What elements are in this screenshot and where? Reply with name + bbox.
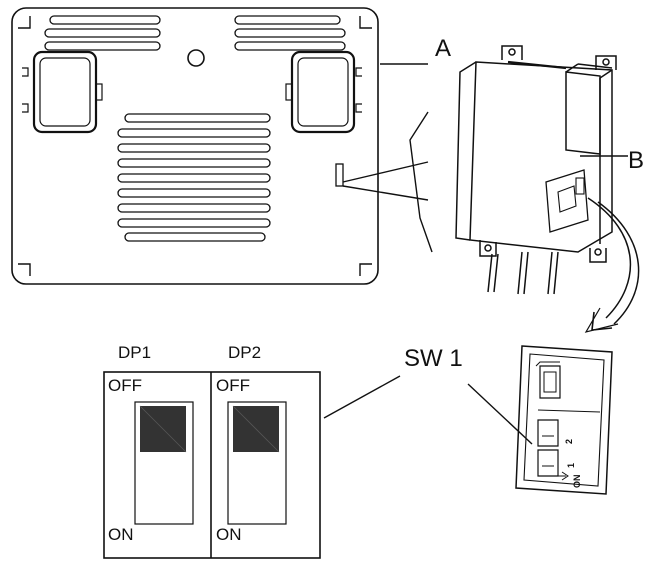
callout-a-label: A [435,35,451,62]
panel-outline [11,7,379,285]
dip-panel-frame [103,371,321,559]
side-clips [22,67,362,113]
mount-bracket-right [285,50,356,134]
dp1-off-label: OFF [108,376,142,395]
dip-switch-panel: DP1 OFF ON DP2 OFF ON [103,343,321,559]
detail-number-1: 1 [566,463,576,468]
vent-group-center [117,113,271,242]
vent-group-top-left [44,15,161,51]
control-module [455,45,617,295]
dp2-off-label: OFF [216,376,250,395]
mounting-hole [187,49,205,67]
sw1-leader-left [323,375,401,419]
sw1-leader-right [467,383,533,445]
dp1-switch[interactable] [134,401,194,525]
switch-slot [335,163,344,187]
dp2-switch[interactable] [227,401,287,525]
mount-bracket-left [32,50,103,134]
back-panel [11,7,379,285]
dp2-on-label: ON [216,525,242,544]
dp2-label: DP2 [228,343,261,362]
slot-leader-lines [342,111,433,253]
zoom-arrow [584,197,640,333]
detail-number-2: 2 [564,439,574,444]
dp1-on-label: ON [108,525,134,544]
vent-group-top-right [234,15,346,51]
switch-detail-view [515,345,613,495]
callout-b-label: B [628,147,644,174]
dp1-label: DP1 [118,343,151,362]
panel-corner-brackets [18,16,372,276]
sw1-label: SW 1 [404,345,463,372]
detail-on-mark: ON [572,475,582,489]
